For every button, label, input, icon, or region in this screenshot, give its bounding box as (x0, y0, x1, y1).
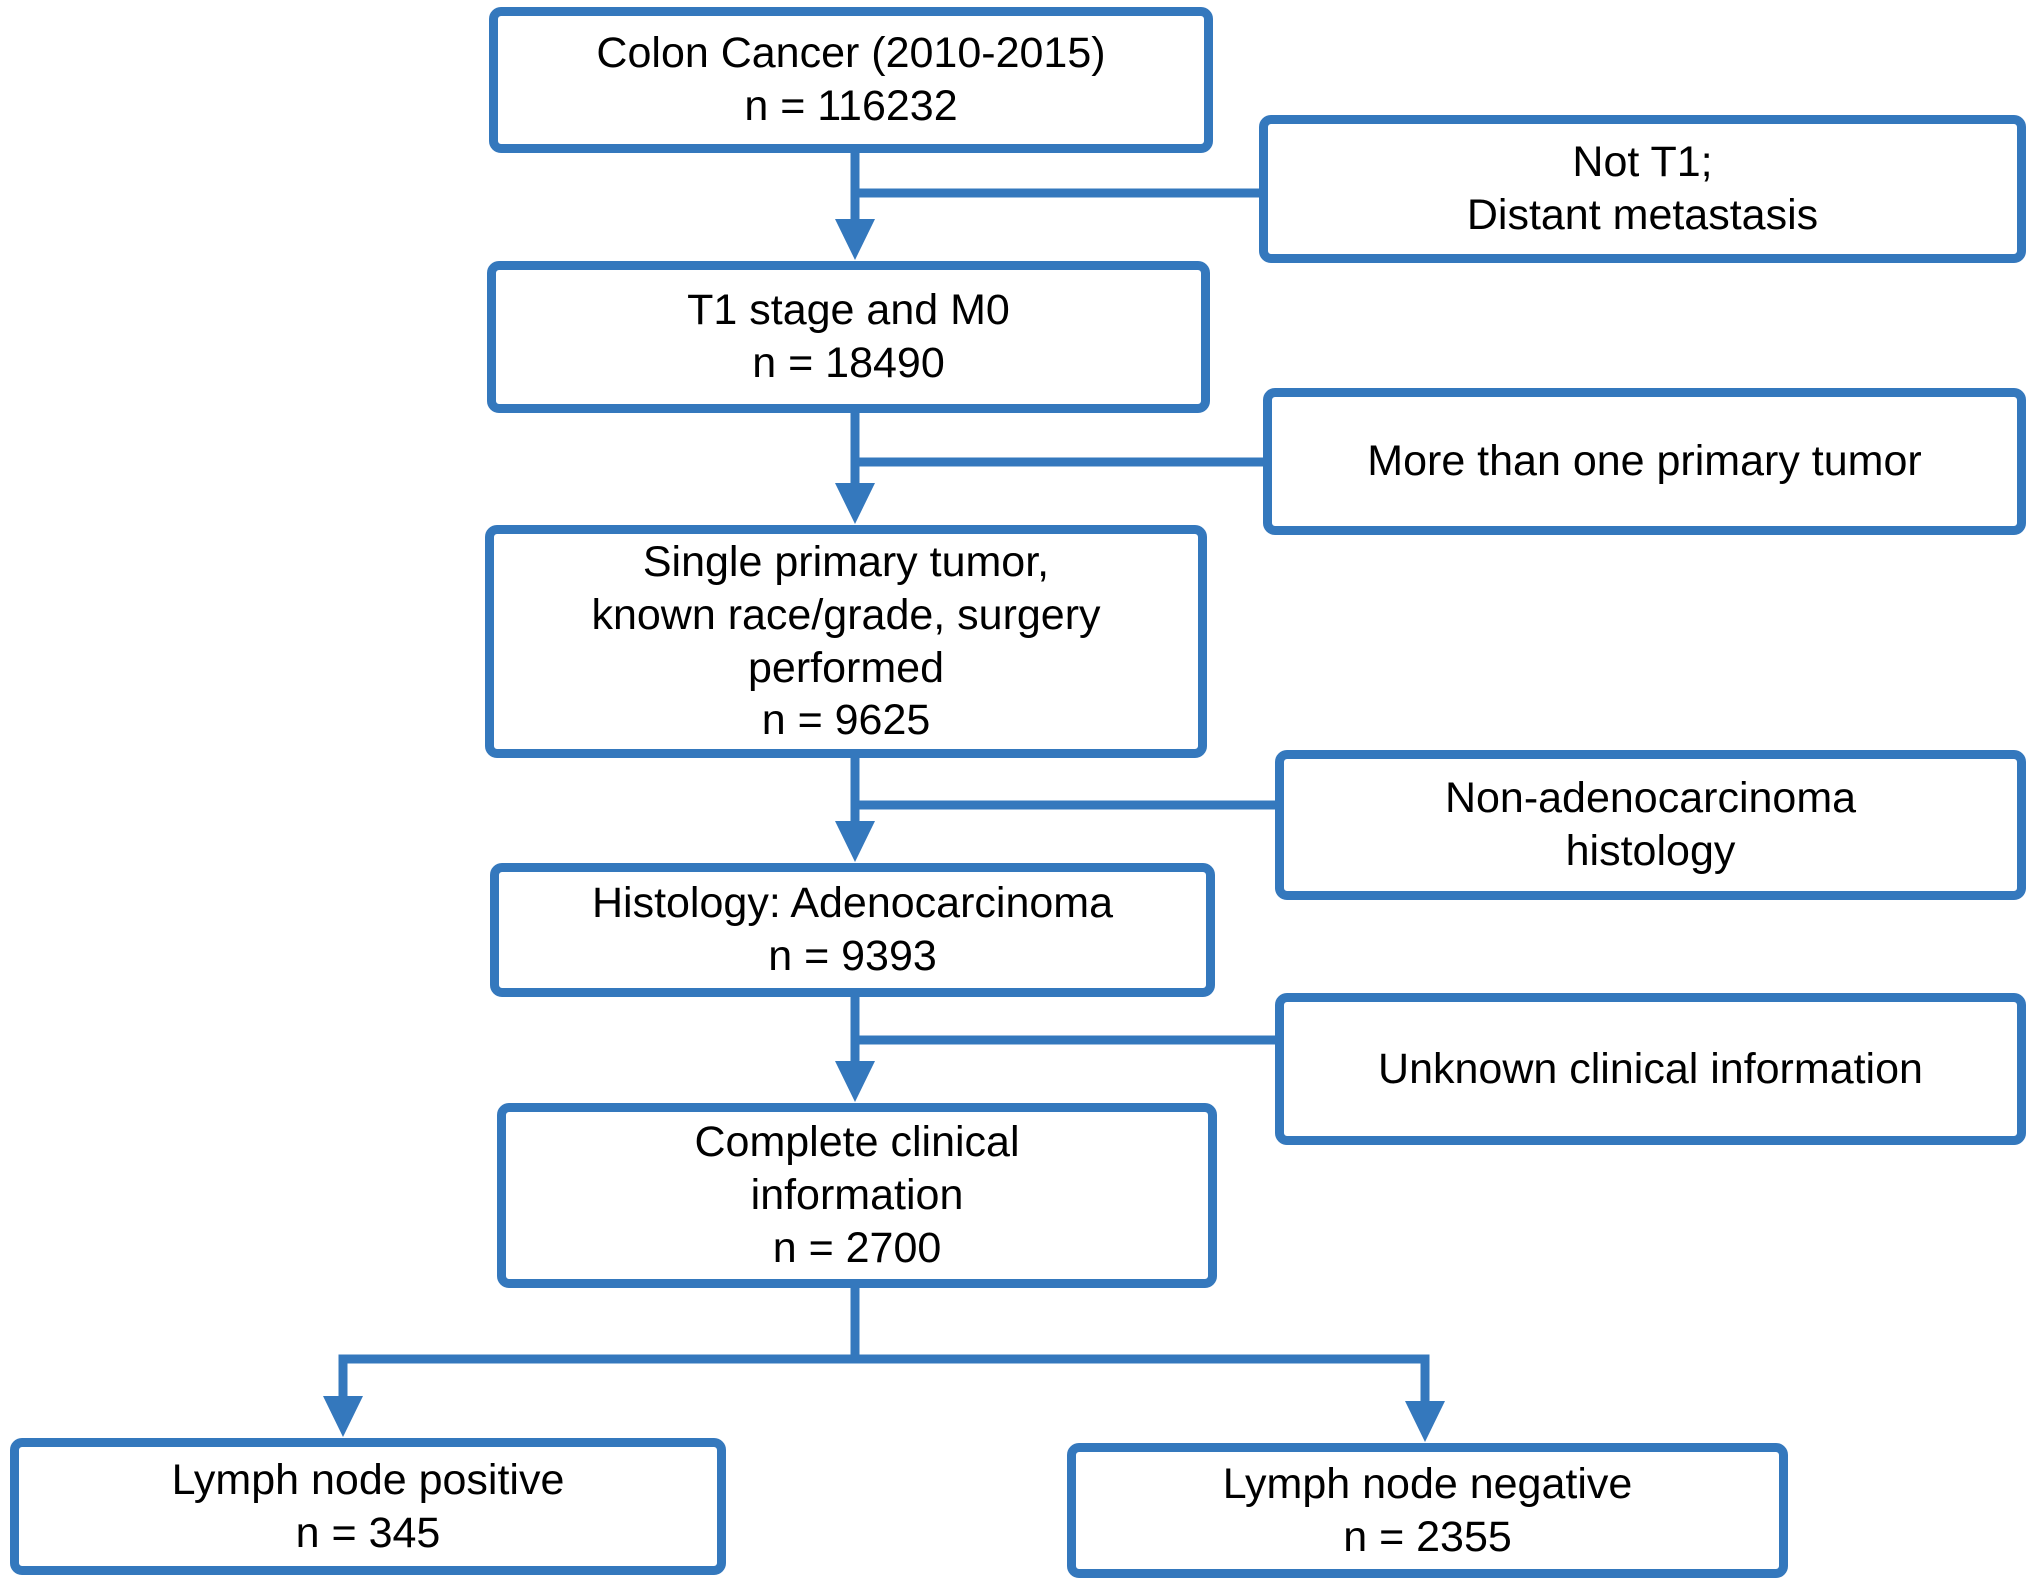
node-outcome-node-positive-label: Lymph node positive n = 345 (171, 1455, 565, 1557)
node-cohort-t1-m0: T1 stage and M0 n = 18490 (487, 261, 1210, 413)
node-exclusion-not-t1-label: Not T1; Distant metastasis (1466, 138, 1819, 239)
node-cohort-adenocarcinoma-label: Histology: Adenocarcinoma n = 9393 (591, 879, 1114, 980)
connector-initial-to-t1m0 (835, 147, 1266, 260)
connector-single-primary-to-adenocarcinoma (835, 752, 1282, 862)
node-cohort-initial-label: Colon Cancer (2010-2015) n = 116232 (596, 29, 1106, 130)
node-cohort-single-primary: Single primary tumor, known race/grade, … (485, 525, 1207, 758)
node-cohort-single-primary-label: Single primary tumor, known race/grade, … (591, 537, 1101, 745)
node-exclusion-not-t1: Not T1; Distant metastasis (1259, 115, 2026, 263)
node-cohort-t1-m0-label: T1 stage and M0 n = 18490 (687, 286, 1010, 387)
node-exclusion-multiple-primary: More than one primary tumor (1263, 388, 2026, 535)
node-exclusion-unknown-clinical-label: Unknown clinical information (1378, 1044, 1923, 1093)
node-cohort-complete-clinical: Complete clinical information n = 2700 (497, 1103, 1217, 1288)
node-exclusion-non-adenocarcinoma-label: Non-adenocarcinoma histology (1444, 774, 1857, 875)
node-cohort-initial: Colon Cancer (2010-2015) n = 116232 (489, 7, 1213, 153)
node-exclusion-non-adenocarcinoma: Non-adenocarcinoma histology (1275, 750, 2026, 900)
connector-branch-to-outcomes (323, 1282, 1445, 1442)
connector-adenocarcinoma-to-complete-clinical (835, 991, 1282, 1102)
node-outcome-node-negative: Lymph node negative n = 2355 (1067, 1443, 1788, 1578)
connector-t1m0-to-single-primary (835, 407, 1270, 524)
node-outcome-node-positive: Lymph node positive n = 345 (10, 1438, 726, 1575)
node-exclusion-multiple-primary-label: More than one primary tumor (1367, 437, 1922, 486)
node-cohort-adenocarcinoma: Histology: Adenocarcinoma n = 9393 (490, 863, 1215, 997)
node-outcome-node-negative-label: Lymph node negative n = 2355 (1222, 1459, 1633, 1561)
node-exclusion-unknown-clinical: Unknown clinical information (1275, 993, 2026, 1145)
node-cohort-complete-clinical-label: Complete clinical information n = 2700 (694, 1118, 1020, 1272)
